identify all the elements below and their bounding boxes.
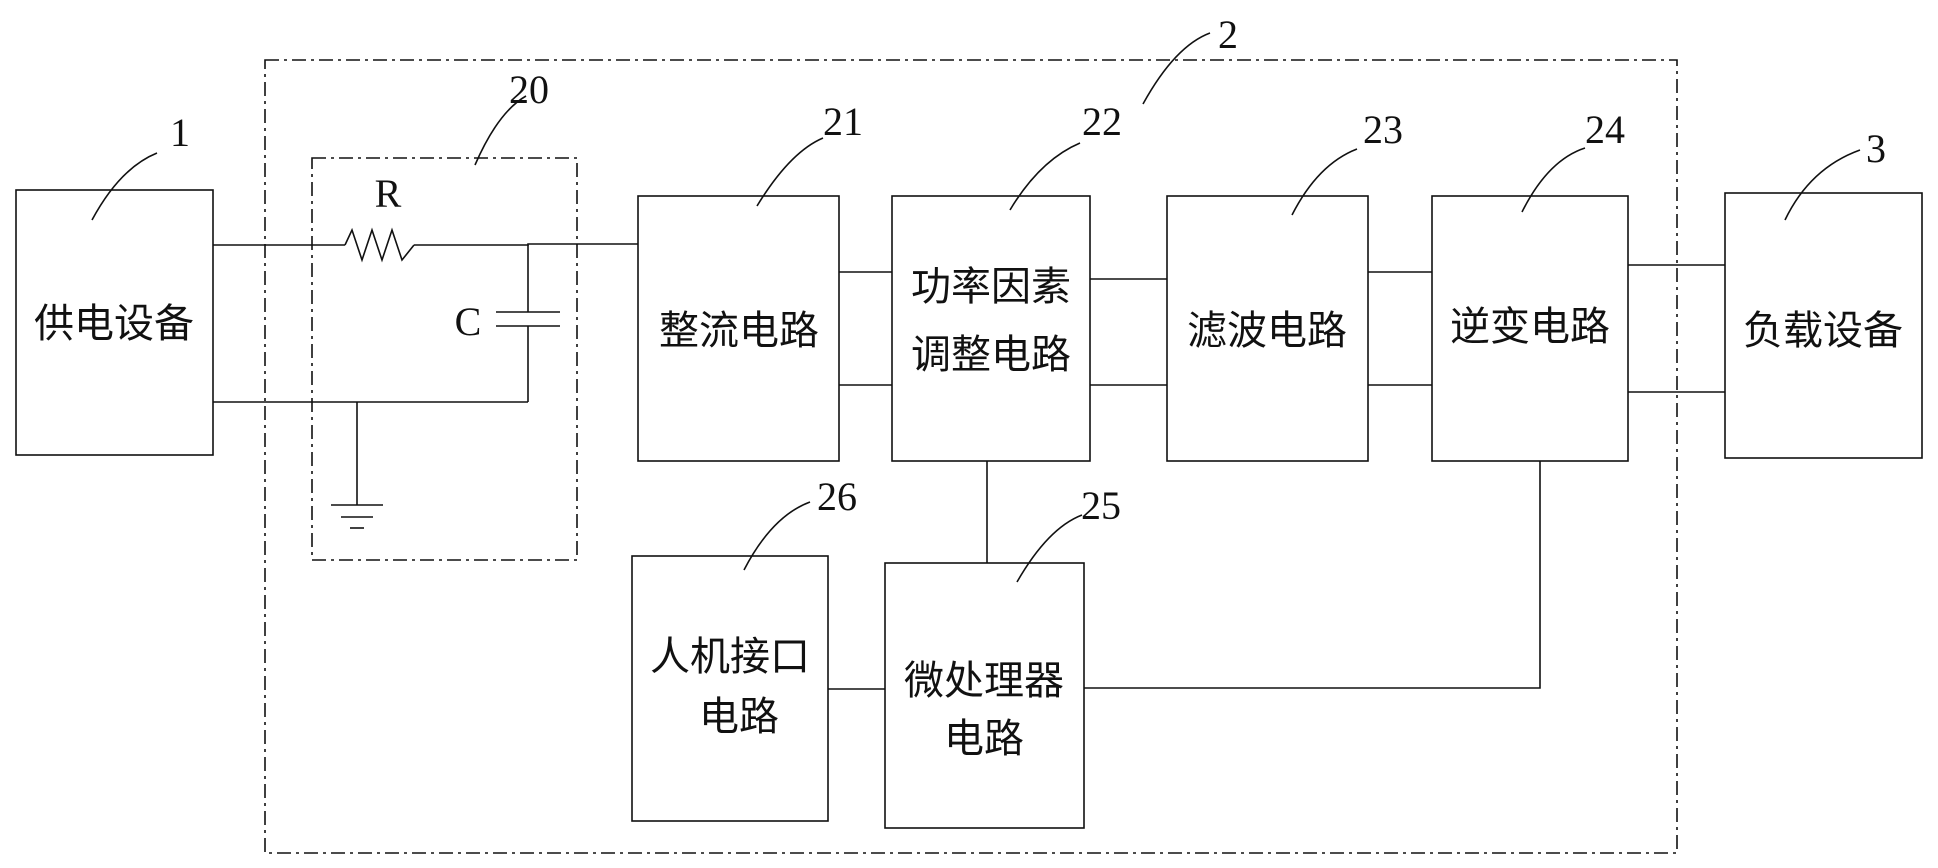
mcu-label-line2: 电路 xyxy=(944,716,1024,762)
hmi-label-line1: 人机接口 xyxy=(650,634,810,680)
filter-label: 滤波电路 xyxy=(1187,308,1347,354)
rc-network-boundary xyxy=(311,157,578,561)
supply-label: 供电设备 xyxy=(34,301,194,347)
rectifier-block xyxy=(637,195,840,462)
resistor-symbol xyxy=(344,227,415,263)
ref-1: 1 xyxy=(170,110,190,155)
ref-23: 23 xyxy=(1363,107,1403,152)
pfc-label-line1: 功率因素 xyxy=(911,264,1071,310)
leader-25 xyxy=(1016,514,1083,583)
load-block xyxy=(1724,192,1923,459)
mcu-block xyxy=(884,562,1085,829)
ref-25: 25 xyxy=(1081,483,1121,528)
ref-26: 26 xyxy=(817,474,857,519)
capacitor-label: C xyxy=(455,299,482,344)
load-label: 负载设备 xyxy=(1743,308,1903,354)
ref-24: 24 xyxy=(1585,107,1625,152)
pfc-label-line2: 调整电路 xyxy=(911,332,1071,378)
leader-21 xyxy=(756,137,824,207)
ref-22: 22 xyxy=(1082,99,1122,144)
ref-21: 21 xyxy=(823,99,863,144)
wire-mcu-inverter xyxy=(1084,461,1541,689)
leader-3 xyxy=(1784,149,1861,221)
resistor-label: R xyxy=(375,171,402,216)
leader-23 xyxy=(1291,148,1358,216)
wire-resistor-to-rectifier xyxy=(414,243,638,246)
leader-24 xyxy=(1521,147,1586,213)
inverter-label: 逆变电路 xyxy=(1450,304,1610,350)
supply-block xyxy=(15,189,214,456)
hmi-block xyxy=(631,555,829,822)
hmi-label-line2: 电路 xyxy=(699,694,779,740)
leader-26 xyxy=(743,501,811,571)
filter-block xyxy=(1166,195,1369,462)
mcu-label-line1: 微处理器 xyxy=(904,658,1064,704)
ref-2: 2 xyxy=(1218,12,1238,57)
rectifier-label: 整流电路 xyxy=(659,308,819,354)
leader-22 xyxy=(1009,142,1081,211)
leader-1 xyxy=(91,152,158,221)
ref-20: 20 xyxy=(509,67,549,112)
leader-20 xyxy=(474,95,527,166)
system-boundary xyxy=(264,59,1678,854)
leader-2 xyxy=(1142,32,1211,105)
ref-3: 3 xyxy=(1866,126,1886,171)
pfc-block xyxy=(891,195,1091,462)
